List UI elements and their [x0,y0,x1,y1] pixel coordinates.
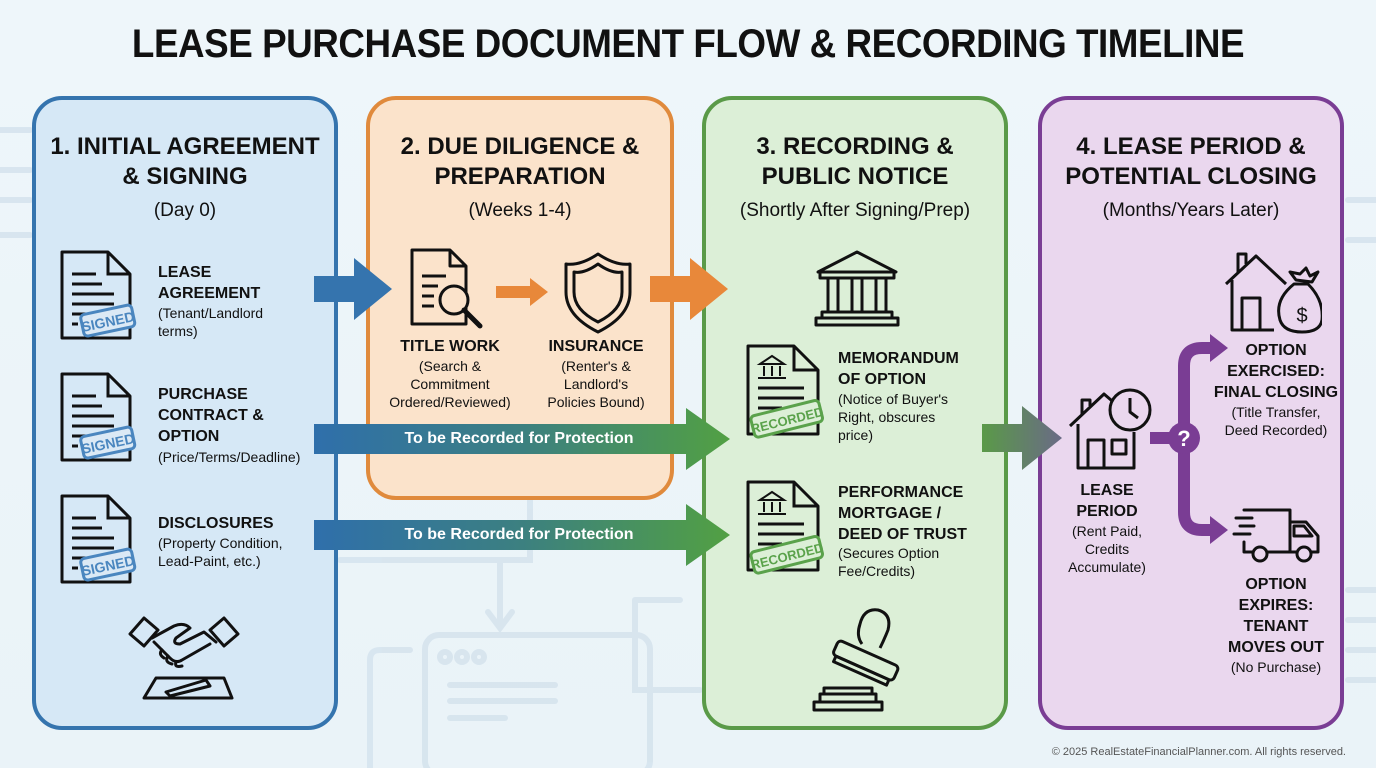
arrow-phase1-to-phase2 [314,258,392,320]
panel-heading-line2: PUBLIC NOTICE [761,163,949,190]
courthouse-icon [814,250,900,327]
item-description: (Price/Terms/Deadline) [158,449,301,465]
svg-text:$: $ [1296,305,1307,327]
banner-label: To be Recorded for Protection [404,430,634,447]
panel-recording: 3. RECORDING & PUBLIC NOTICE (Shortly Af… [702,96,1008,730]
lease-period: LEASE PERIOD (Rent Paid, Credits Accumul… [1068,482,1146,575]
shield-icon [564,252,632,334]
banner-arrow-1 [314,408,730,470]
recorded-document-icon: RECORDED [746,344,825,439]
panel-heading: 1. INITIAL AGREEMENT [50,133,320,160]
decision-branch-arrows: ? [1150,334,1228,544]
arrow-phase2-to-phase3 [650,258,728,320]
banner-label: To be Recorded for Protection [404,526,634,543]
copyright-footer: © 2025 RealEstateFinancialPlanner.com. A… [1051,746,1346,758]
panel-subtitle: (Day 0) [153,200,217,221]
panel-heading: 3. RECORDING & [756,133,954,160]
item-description: (Property Condition,Lead-Paint, etc.) [158,535,283,569]
handshake-signing-icon [128,616,240,700]
panel-subtitle: (Shortly After Signing/Prep) [739,200,971,221]
item-insurance: INSURANCE (Renter's & Landlord's Policie… [547,338,645,410]
panel-heading: 2. DUE DILIGENCE & [400,133,640,160]
outcome-option-exercised: OPTION EXERCISED: FINAL CLOSING (Title T… [1213,342,1339,438]
decision-question-mark: ? [1177,426,1190,451]
item-title-work: TITLE WORK (Search & Commitment Ordered/… [389,338,511,410]
rubber-stamp-icon [812,608,900,712]
document-search-icon [410,248,483,329]
panel-subtitle: (Months/Years Later) [1102,200,1280,221]
signed-document-icon: SIGNED [60,372,137,462]
arrow-phase3-to-phase4 [982,406,1062,470]
page-title: LEASE PURCHASE DOCUMENT FLOW & RECORDING… [131,22,1245,66]
panel-heading-line2: POTENTIAL CLOSING [1065,163,1317,190]
house-clock-icon [1068,388,1152,470]
recorded-document-icon: RECORDED [746,480,825,575]
panel-initial-agreement: 1. INITIAL AGREEMENT & SIGNING (Day 0) S… [32,96,338,730]
banner-arrow-2 [314,504,730,566]
panel-heading-line2: & SIGNING [122,163,248,190]
panel-heading: 4. LEASE PERIOD & [1076,133,1306,160]
house-money-bag-icon: $ [1224,252,1322,334]
moving-truck-icon [1232,508,1320,563]
arrow-right-icon [496,278,548,306]
signed-document-icon: SIGNED [60,494,137,584]
panel-heading-line2: PREPARATION [434,163,606,190]
panel-lease-period: 4. LEASE PERIOD & POTENTIAL CLOSING (Mon… [1038,96,1344,730]
signed-document-icon: SIGNED [60,250,137,340]
outcome-option-expires: OPTION EXPIRES: TENANT MOVES OUT (No Pur… [1227,576,1324,675]
item-title: DISCLOSURES [158,515,274,532]
panel-subtitle: (Weeks 1-4) [468,200,572,221]
